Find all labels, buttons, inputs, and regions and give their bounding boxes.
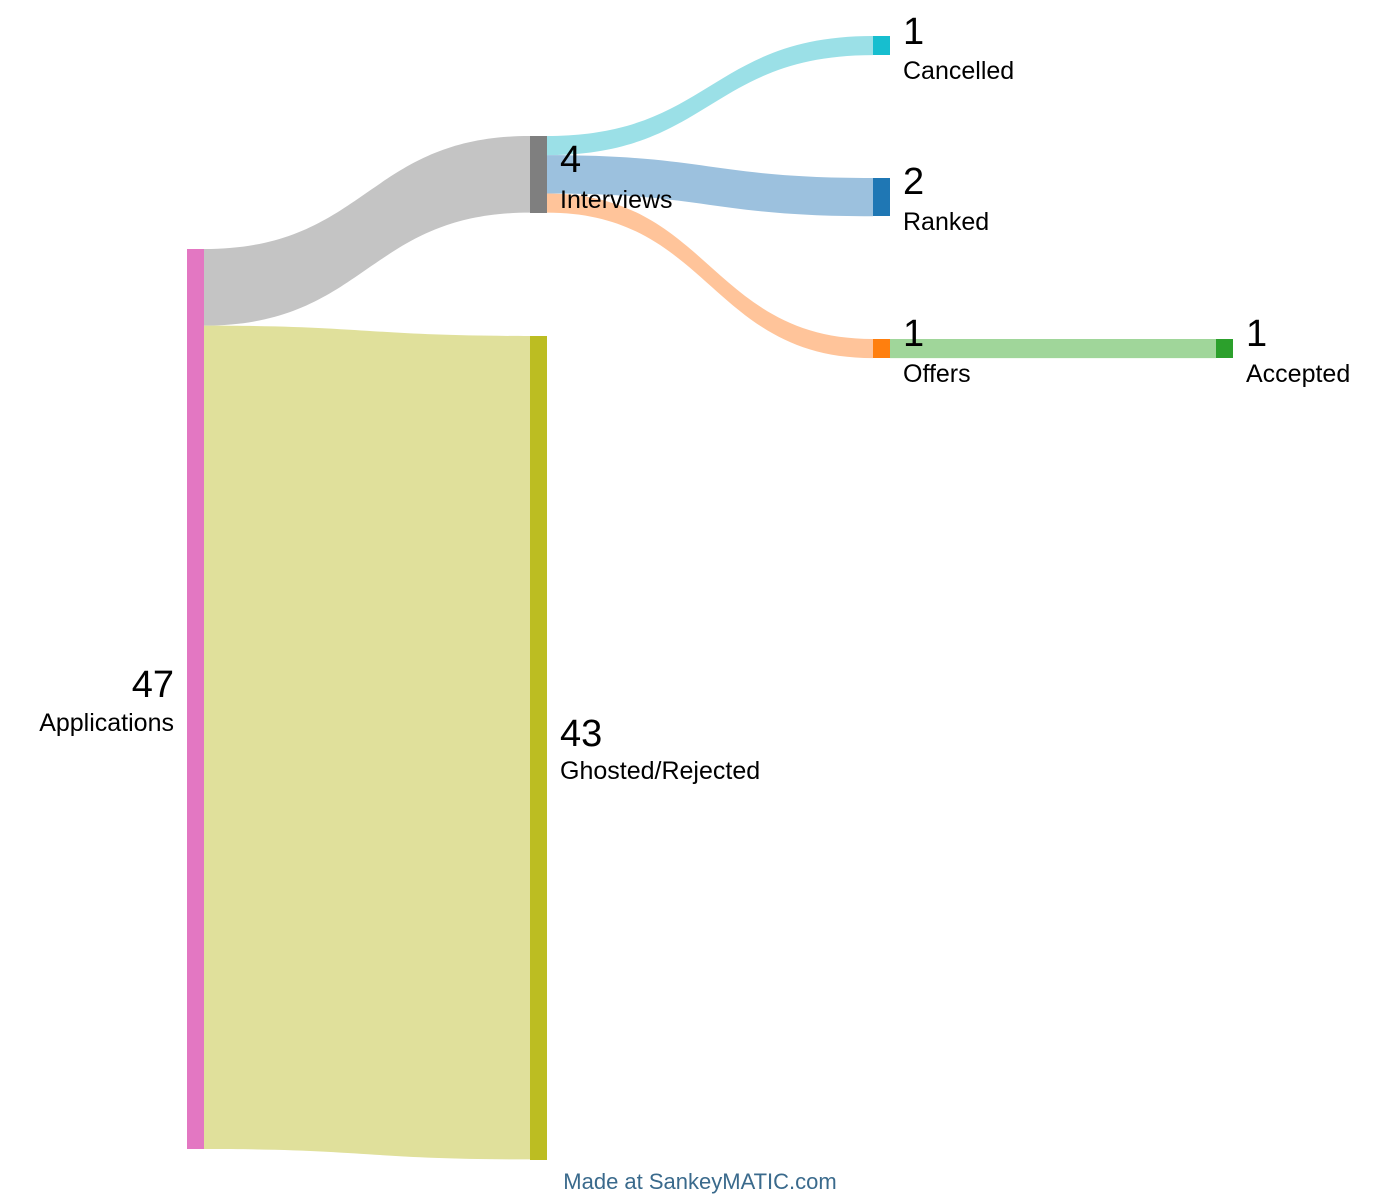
node-value-applications: 47 — [132, 664, 174, 706]
node-value-ghosted: 43 — [560, 713, 602, 755]
sankeymatic-credit[interactable]: Made at SankeyMATIC.com — [563, 1169, 836, 1194]
node-cancelled[interactable] — [873, 36, 890, 55]
sankey-flows — [204, 36, 1216, 1160]
flow-applications-to-interviews[interactable] — [204, 136, 530, 326]
node-accepted[interactable] — [1216, 339, 1233, 358]
node-label-accepted: Accepted — [1246, 360, 1350, 388]
flow-interviews-to-ranked[interactable] — [547, 155, 873, 217]
node-value-cancelled: 1 — [903, 11, 924, 53]
node-label-ranked: Ranked — [903, 208, 989, 236]
node-label-ghosted: Ghosted/Rejected — [560, 757, 760, 785]
node-value-offers: 1 — [903, 313, 924, 355]
node-label-offers: Offers — [903, 360, 971, 388]
node-label-interviews: Interviews — [560, 186, 673, 214]
node-offers[interactable] — [873, 339, 890, 358]
node-label-applications: Applications — [39, 709, 174, 737]
node-value-accepted: 1 — [1246, 313, 1267, 355]
node-label-cancelled: Cancelled — [903, 57, 1014, 85]
flow-interviews-to-offers[interactable] — [547, 193, 873, 359]
node-applications[interactable] — [187, 249, 204, 1149]
sankey-nodes — [187, 36, 1233, 1160]
flow-applications-to-ghosted[interactable] — [204, 325, 530, 1160]
node-value-ranked: 2 — [903, 161, 924, 203]
flow-interviews-to-cancelled[interactable] — [547, 36, 873, 156]
node-interviews[interactable] — [530, 136, 547, 213]
node-value-interviews: 4 — [560, 139, 581, 181]
flow-offers-to-accepted[interactable] — [890, 339, 1216, 359]
node-ranked[interactable] — [873, 178, 890, 216]
node-ghosted[interactable] — [530, 336, 547, 1160]
